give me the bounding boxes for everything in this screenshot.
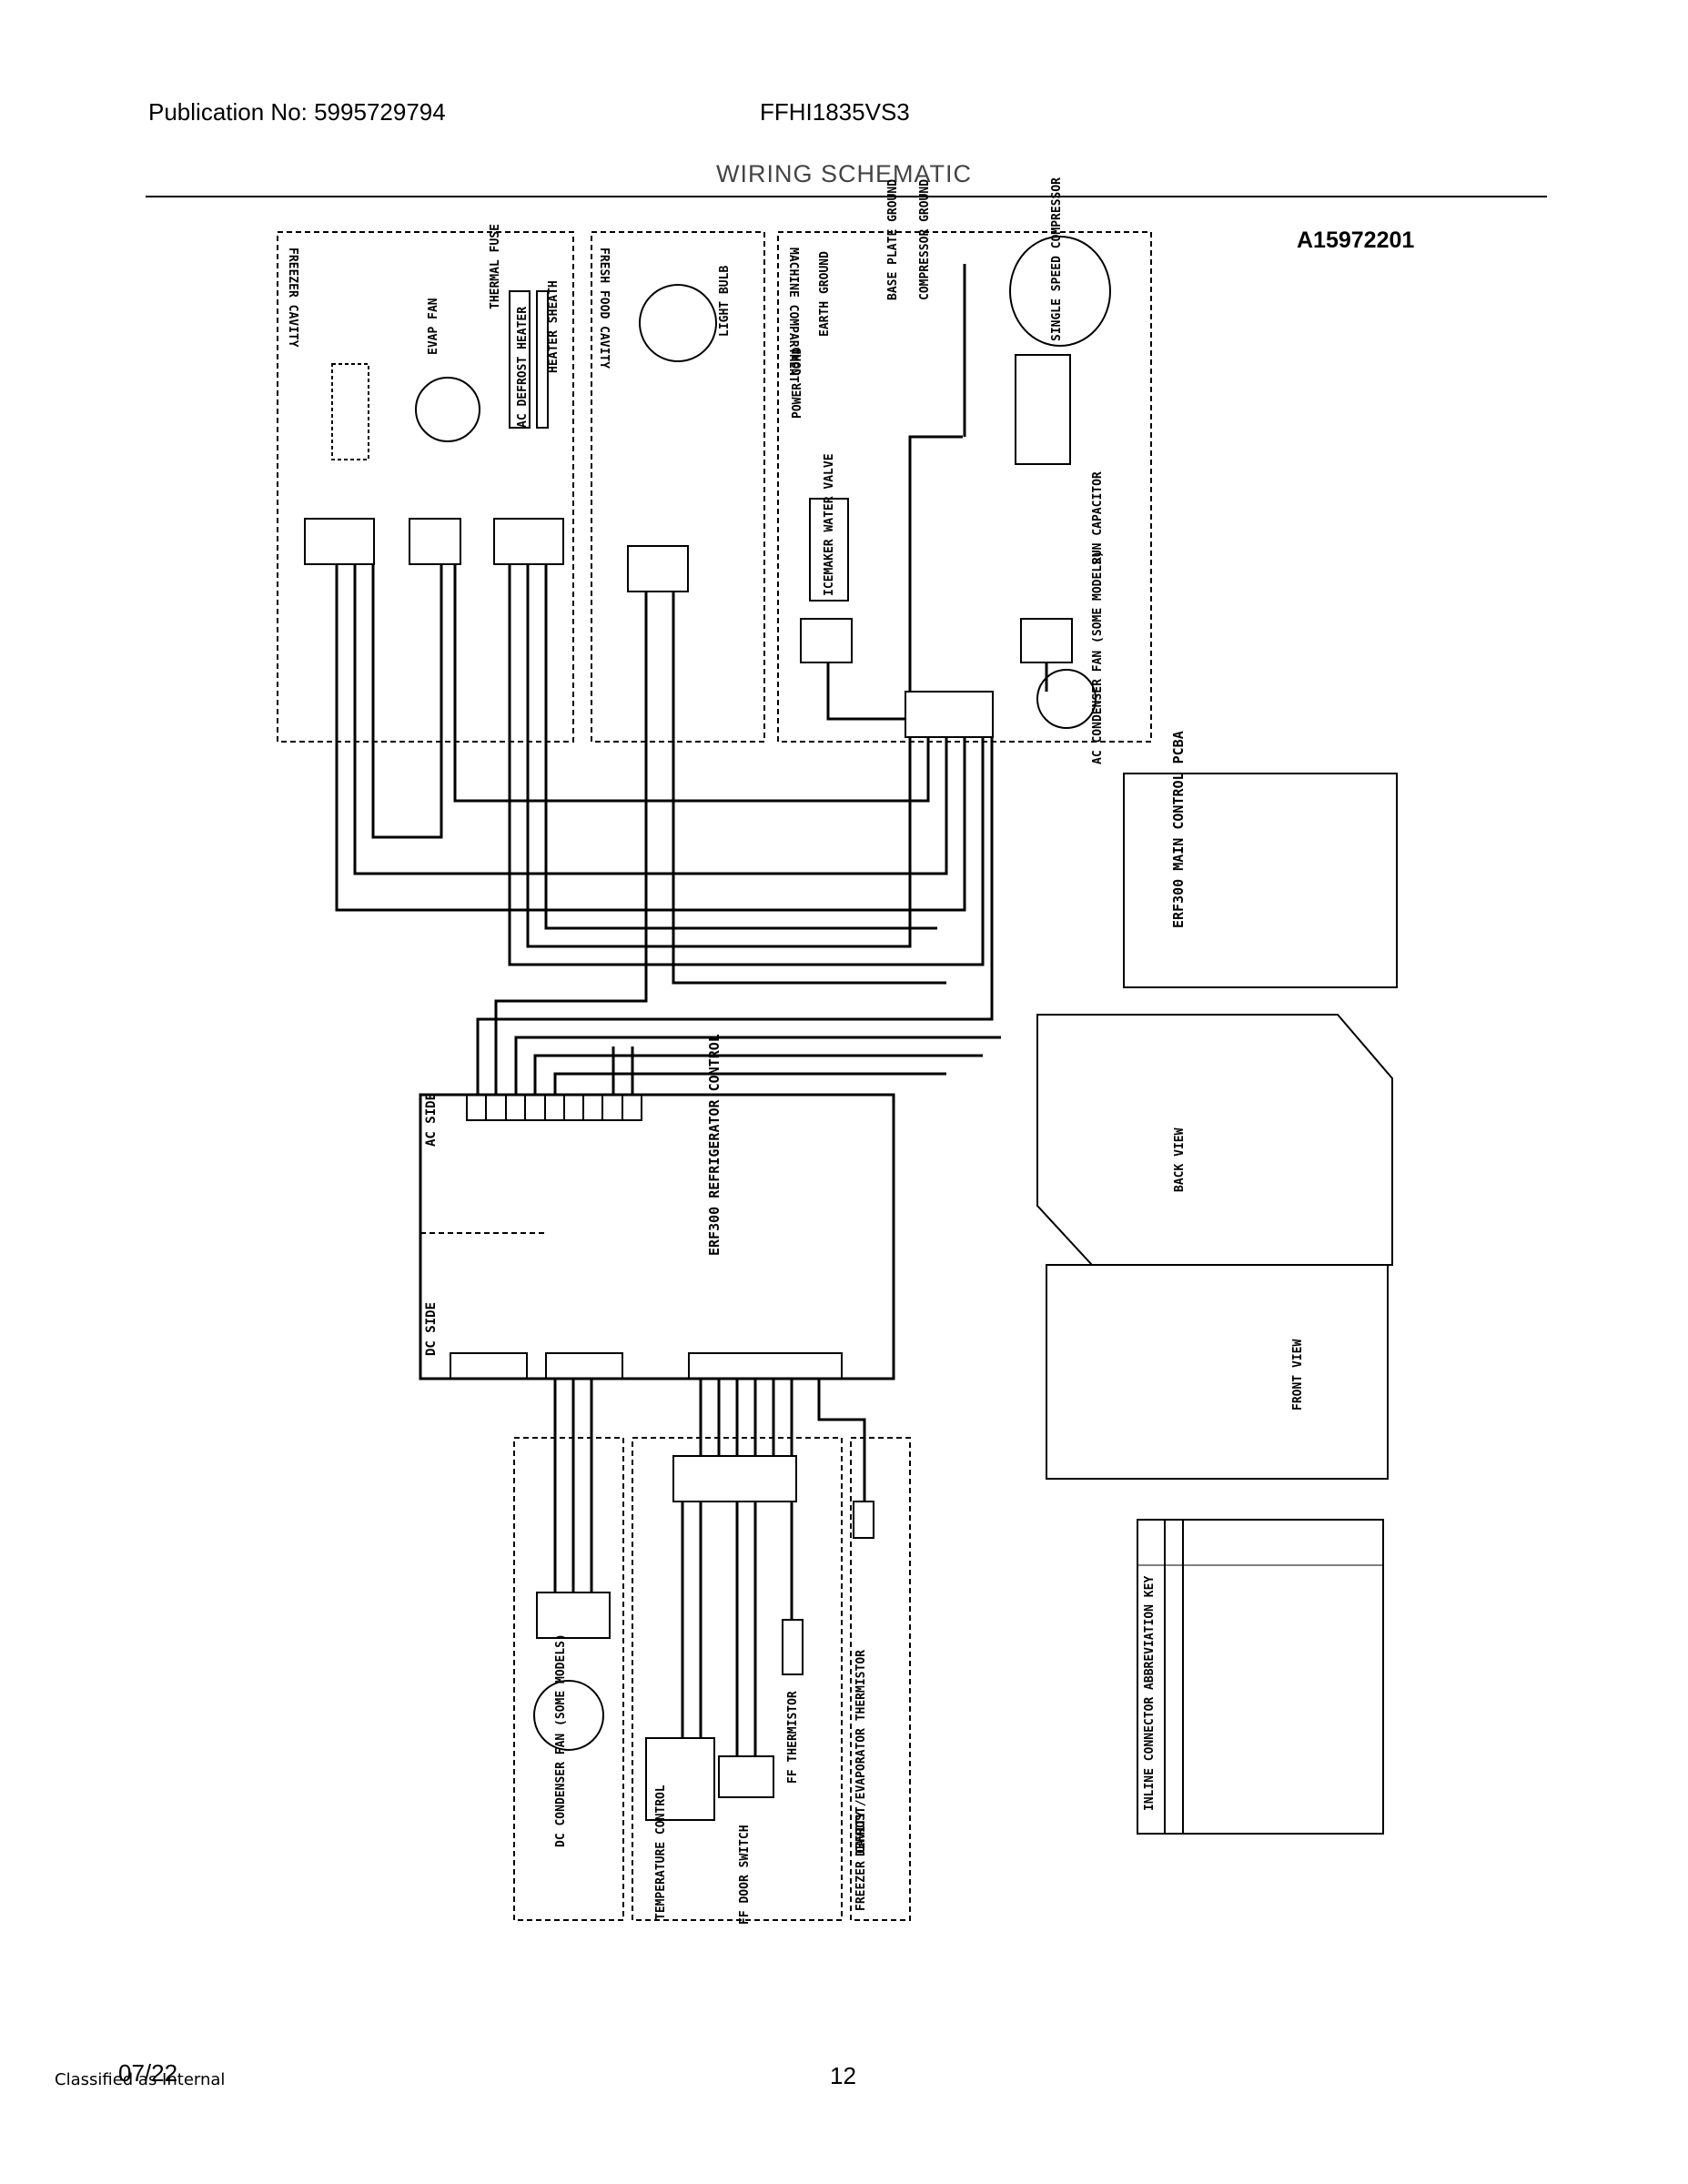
j1-pin-dividers — [485, 1095, 623, 1120]
compressor-label: SINGLE SPEED COMPRESSOR — [1050, 177, 1064, 341]
evap-fan — [415, 377, 480, 442]
publication-number: Publication No: 5995729794 — [148, 98, 446, 126]
dc-condenser-fan-label: DC CONDENSER FAN (SOME MODELS) — [554, 1633, 568, 1847]
ac-defrost-heater-label: AC DEFROST HEATER — [516, 307, 530, 428]
machine-compartment-label: MACHINE COMPARTMENT — [786, 248, 800, 383]
abbreviation-key — [1137, 1519, 1384, 1835]
earth-ground-label: EARTH GROUND — [818, 251, 832, 337]
back-view-outline — [1036, 1014, 1393, 1266]
page-number: 12 — [830, 2062, 856, 2089]
freezer-bottom-box — [850, 1437, 911, 1921]
light-bulb — [639, 284, 717, 362]
heater-sheath — [536, 290, 549, 429]
temperature-control — [645, 1737, 715, 1821]
model-number: FFHI1835VS3 — [760, 98, 910, 126]
dh1-connector — [493, 518, 564, 565]
defrost-thermistor-label: DEFROST/EVAPORATOR THERMISTOR — [854, 1650, 868, 1856]
wire-harness — [335, 264, 1048, 1756]
j2-header — [545, 1352, 623, 1380]
wvc-connector — [800, 618, 853, 663]
power-cord-label: POWER CORD — [791, 348, 804, 419]
dc-condenser-fan — [533, 1680, 604, 1751]
defrost-heater — [509, 290, 531, 429]
j3-header — [688, 1352, 843, 1380]
freezer-cavity-bottom-label: FREEZER CAVITY — [854, 1811, 868, 1911]
ac-side-label: AC SIDE — [424, 1093, 439, 1147]
cfc2-connector — [1020, 618, 1073, 663]
pcba-board — [1123, 773, 1398, 988]
fresh-food-cavity-label: FRESH FOOD CAVITY — [597, 248, 611, 369]
footer-classification: Classified as Internal — [55, 2070, 226, 2089]
evap-fan-label: EVAP FAN — [427, 298, 440, 355]
heater-sheath-label: HEATER SHEATH — [547, 280, 561, 373]
icemaker-valve-box — [809, 498, 849, 602]
document-number: A15972201 — [1297, 228, 1415, 253]
ff1-bottom-connector — [672, 1455, 797, 1502]
thermal-fuse-label: THERMAL FUSE — [489, 224, 502, 309]
door-switch — [718, 1755, 774, 1798]
page-title: WIRING SCHEMATIC — [716, 160, 972, 187]
temperature-control-label: TEMPERATURE CONTROL — [654, 1785, 668, 1920]
dc-side-label: DC SIDE — [424, 1302, 439, 1356]
ac-condenser-fan-label: AC CONDENSER FAN (SOME MODELS) — [1091, 551, 1105, 764]
ff-thermistor — [782, 1619, 804, 1675]
j7-header — [450, 1352, 528, 1380]
control-board — [419, 1093, 895, 1380]
icemaker-valve-label: ICEMAKER WATER VALVE — [823, 453, 836, 596]
dc-fan-section-box — [513, 1437, 624, 1921]
pcba-title: ERF300 MAIN CONTROL PCBA — [1170, 731, 1187, 928]
title-rule — [146, 196, 1547, 197]
board-name-label: ERF300 REFRIGERATOR CONTROL — [706, 1034, 723, 1256]
base-plate-ground-label: BASE PLATE GROUND — [886, 179, 900, 300]
efc-connector — [409, 518, 461, 565]
footer-date: 07/22 — [118, 2059, 178, 2087]
optional-icemaker — [331, 363, 369, 460]
imc-connector — [304, 518, 375, 565]
compressor — [1009, 236, 1111, 347]
light-bulb-label: LIGHT BULB — [718, 266, 732, 337]
freezer-cavity-label: FREEZER CAVITY — [286, 248, 299, 348]
run-capacitor-label: RUN CAPACITOR — [1091, 471, 1105, 564]
front-view-outline — [1046, 1264, 1389, 1480]
ff1-connector — [627, 545, 689, 592]
ac-condenser-fan — [1036, 669, 1097, 729]
mc1-connector — [905, 691, 994, 738]
defrost-thermistor-body — [853, 1501, 874, 1539]
front-view-label: FRONT VIEW — [1291, 1340, 1305, 1410]
fresh-food-cavity-box — [591, 231, 765, 743]
door-switch-label: FF DOOR SWITCH — [738, 1825, 752, 1925]
cfc1-connector — [536, 1592, 611, 1639]
cc-terminal — [1015, 354, 1071, 465]
compressor-ground-label: COMPRESSOR GROUND — [918, 179, 932, 300]
key-title: INLINE CONNECTOR ABBREVIATION KEY — [1143, 1576, 1157, 1811]
back-view-label: BACK VIEW — [1173, 1127, 1187, 1192]
bottom-left-box — [513, 1437, 624, 1921]
j1-header — [466, 1094, 642, 1121]
machine-compartment-bottom-box — [513, 1437, 624, 1921]
freezer-cavity-box — [277, 231, 574, 743]
bottom-machine-box — [513, 1437, 624, 1921]
ff-thermistor-label: FF THERMISTOR — [786, 1691, 800, 1784]
